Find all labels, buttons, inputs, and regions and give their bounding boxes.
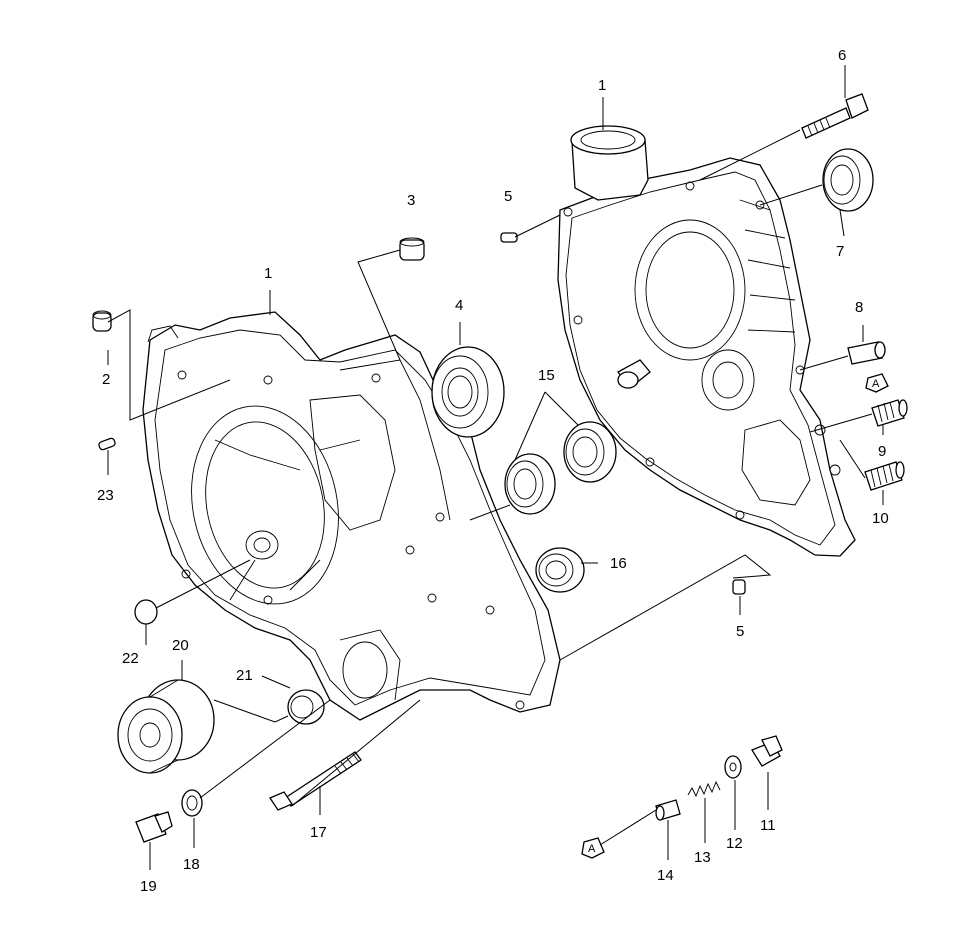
part-5-dowel-top — [500, 232, 518, 243]
part-13-spring — [687, 780, 721, 798]
part-21-seal — [287, 689, 325, 725]
part-11-bolt — [751, 735, 783, 767]
part-17-long-bolt — [269, 751, 362, 811]
svg-text:A: A — [872, 378, 880, 390]
part-14-plunger — [655, 799, 681, 821]
label-5-bottom: 5 — [736, 623, 744, 640]
part-number-labels: 1 1 2 3 4 5 5 6 7 8 9 10 11 12 13 14 15 … — [97, 47, 889, 895]
label-20: 20 — [172, 637, 189, 654]
label-21: 21 — [236, 667, 253, 684]
part-4-bearing — [431, 346, 505, 438]
part-15-bearing-upper — [563, 421, 617, 483]
label-11: 11 — [760, 817, 776, 834]
label-8: 8 — [855, 299, 863, 316]
part-20-pulley — [117, 679, 215, 774]
label-16: 16 — [610, 555, 627, 572]
label-4: 4 — [455, 297, 463, 314]
label-6: 6 — [838, 47, 846, 64]
leader-lines — [107, 65, 884, 870]
part-19-plug — [135, 811, 173, 843]
part-2-cap — [92, 310, 112, 332]
label-15: 15 — [538, 367, 555, 384]
label-18: 18 — [183, 856, 200, 873]
part-22-disc — [134, 599, 158, 625]
label-13: 13 — [694, 849, 711, 866]
part-8-pin — [847, 341, 886, 365]
svg-text:A: A — [588, 843, 596, 855]
label-22: 22 — [122, 650, 139, 667]
label-3: 3 — [407, 192, 415, 209]
part-16-bearing — [535, 547, 585, 593]
part-12-washer — [724, 755, 742, 779]
ref-marker-a-top: A — [865, 373, 889, 393]
label-1-left: 1 — [264, 265, 272, 282]
part-18-washer — [181, 789, 203, 817]
part-9-fitting — [871, 399, 908, 427]
label-1-right: 1 — [598, 77, 606, 94]
label-2: 2 — [102, 371, 110, 388]
label-23: 23 — [97, 487, 114, 504]
part-6-bolt — [801, 93, 869, 139]
label-19: 19 — [140, 878, 157, 895]
label-7: 7 — [836, 243, 844, 260]
ref-marker-a-bottom: A — [581, 837, 605, 859]
part-3-sleeve — [399, 237, 425, 261]
part-15-bearing-lower — [504, 453, 556, 515]
part-23-pin — [98, 437, 116, 451]
label-5-top: 5 — [504, 188, 512, 205]
label-10: 10 — [872, 510, 889, 527]
part-5-dowel-bottom — [732, 579, 746, 595]
right-crankcase — [557, 125, 856, 557]
part-7-seal — [822, 148, 874, 212]
label-14: 14 — [657, 867, 674, 884]
label-17: 17 — [310, 824, 327, 841]
label-9: 9 — [878, 443, 886, 460]
part-10-fitting — [864, 461, 905, 491]
label-12: 12 — [726, 835, 743, 852]
